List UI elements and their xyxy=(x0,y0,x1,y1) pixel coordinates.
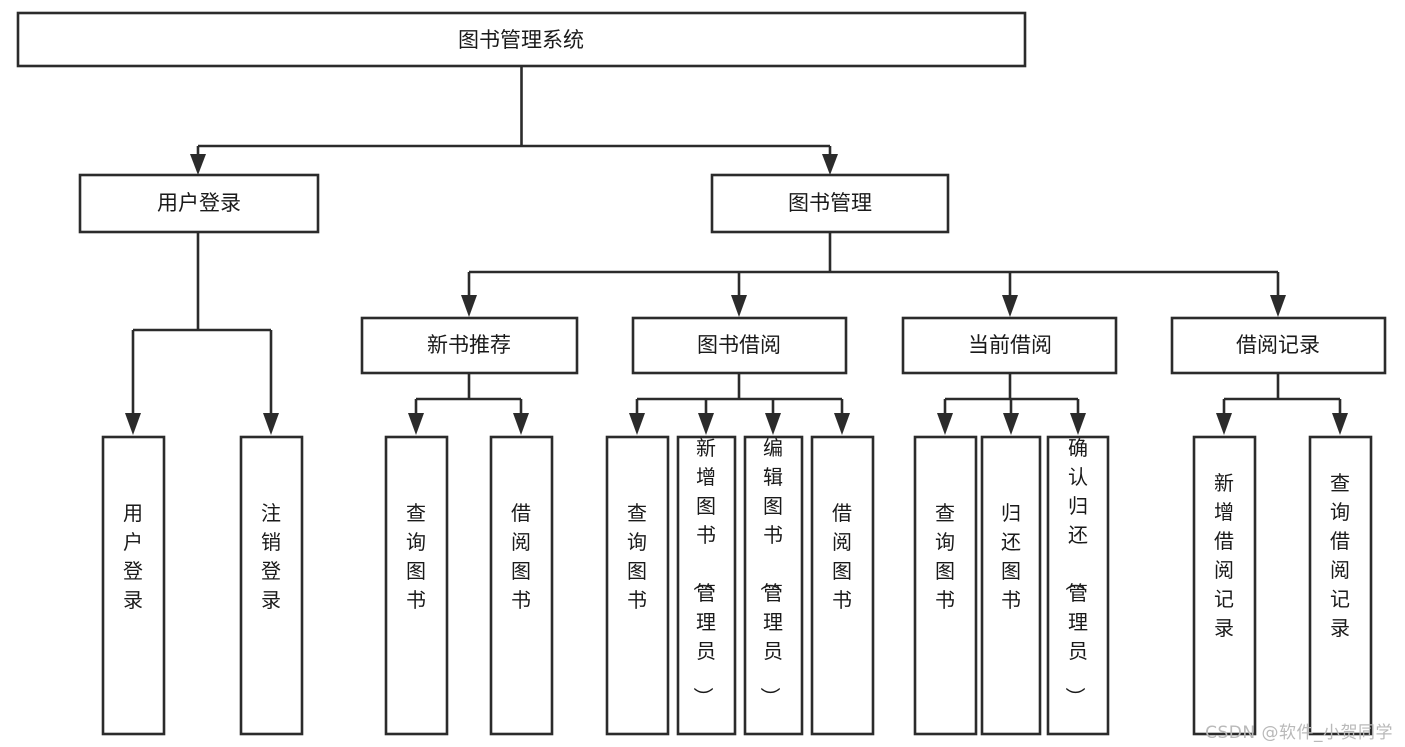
leaf-current-borrow-3-box[interactable] xyxy=(1046,435,1110,736)
leaf-book-borrow-2-box[interactable] xyxy=(676,435,737,736)
leaf-current-borrow-2[interactable]: 归还图书 xyxy=(980,435,1042,736)
leaf-user-login-2-box[interactable] xyxy=(239,435,304,736)
leaf-new-book-2-box[interactable] xyxy=(489,435,554,736)
leaf-user-login-1-label: 用户登录 xyxy=(123,501,143,612)
leaf-book-borrow-1-label: 查询图书 xyxy=(627,501,647,612)
arrow-head-book-mgmt xyxy=(822,154,838,175)
leaf-user-login-1-box[interactable] xyxy=(101,435,166,736)
leaf-borrow-record-2-box[interactable] xyxy=(1308,435,1373,736)
leaf-book-borrow-2-label: 新增图书（管理员） xyxy=(691,436,716,707)
arrow-head-user-login xyxy=(190,154,206,175)
leaf-book-borrow-3-box[interactable] xyxy=(743,435,804,736)
node-book-management-label: 图书管理 xyxy=(788,191,872,215)
leaf-user-login-2-label: 注销登录 xyxy=(261,501,281,612)
leaf-current-borrow-3[interactable]: 确认归还（管理员） xyxy=(1046,435,1110,736)
leaf-borrow-record-1-label: 新增借阅记录 xyxy=(1214,471,1234,640)
leaf-new-book-1-label: 查询图书 xyxy=(406,501,426,612)
node-root-label: 图书管理系统 xyxy=(458,28,584,52)
leaf-new-book-1-box[interactable] xyxy=(384,435,449,736)
leaf-current-borrow-1[interactable]: 查询图书 xyxy=(913,435,978,736)
leaf-book-borrow-3[interactable]: 编辑图书（管理员） xyxy=(743,435,804,736)
node-book-management[interactable]: 图书管理 xyxy=(710,173,950,234)
arrow-head-current-borrow xyxy=(1002,295,1018,317)
arrow-head-leaf-book-borrow-1 xyxy=(629,413,645,435)
leaf-borrow-record-2-label: 查询借阅记录 xyxy=(1330,471,1350,640)
node-current-borrow-box[interactable] xyxy=(901,316,1118,375)
connector-layer xyxy=(125,66,1348,435)
leaf-book-borrow-4-box[interactable] xyxy=(810,435,875,736)
leaf-borrow-record-1[interactable]: 新增借阅记录 xyxy=(1192,435,1257,736)
node-book-borrow-box[interactable] xyxy=(631,316,848,375)
leaf-new-book-2[interactable]: 借阅图书 xyxy=(489,435,554,736)
leaf-book-borrow-3-label: 编辑图书（管理员） xyxy=(758,436,783,707)
leaf-book-borrow-1[interactable]: 查询图书 xyxy=(605,435,670,736)
node-book-management-box[interactable] xyxy=(710,173,950,234)
node-current-borrow-label: 当前借阅 xyxy=(968,333,1052,357)
leaf-book-borrow-4-label: 借阅图书 xyxy=(832,501,852,612)
leaf-borrow-record-2[interactable]: 查询借阅记录 xyxy=(1308,435,1373,736)
node-new-book-recommend[interactable]: 新书推荐 xyxy=(360,316,579,375)
arrow-head-leaf-user-login-1 xyxy=(125,413,141,435)
arrow-head-book-borrow xyxy=(731,295,747,317)
arrow-head-leaf-new-book-2 xyxy=(513,413,529,435)
node-book-borrow[interactable]: 图书借阅 xyxy=(631,316,848,375)
arrow-head-new-book xyxy=(461,295,477,317)
leaf-book-borrow-2[interactable]: 新增图书（管理员） xyxy=(676,435,737,736)
node-borrow-record-label: 借阅记录 xyxy=(1236,333,1320,357)
node-new-book-recommend-box[interactable] xyxy=(360,316,579,375)
leaf-new-book-2-label: 借阅图书 xyxy=(511,501,531,612)
arrow-head-leaf-current-borrow-2 xyxy=(1003,413,1019,435)
arrow-head-borrow-record xyxy=(1270,295,1286,317)
node-new-book-recommend-label: 新书推荐 xyxy=(427,333,511,357)
leaf-current-borrow-2-box[interactable] xyxy=(980,435,1042,736)
arrow-head-leaf-borrow-record-2 xyxy=(1332,413,1348,435)
node-borrow-record-box[interactable] xyxy=(1170,316,1387,375)
node-user-login-label: 用户登录 xyxy=(157,191,241,215)
node-user-login-box[interactable] xyxy=(78,173,320,234)
leaf-current-borrow-1-label: 查询图书 xyxy=(935,501,955,612)
leaf-book-borrow-1-box[interactable] xyxy=(605,435,670,736)
leaf-current-borrow-1-box[interactable] xyxy=(913,435,978,736)
arrow-head-leaf-book-borrow-4 xyxy=(834,413,850,435)
arrow-head-leaf-book-borrow-3 xyxy=(765,413,781,435)
arrow-head-leaf-current-borrow-3 xyxy=(1070,413,1086,435)
leaf-borrow-record-1-box[interactable] xyxy=(1192,435,1257,736)
node-book-borrow-label: 图书借阅 xyxy=(697,333,781,357)
leaf-book-borrow-4[interactable]: 借阅图书 xyxy=(810,435,875,736)
arrow-head-leaf-new-book-1 xyxy=(408,413,424,435)
leaf-new-book-1[interactable]: 查询图书 xyxy=(384,435,449,736)
leaf-current-borrow-2-label: 归还图书 xyxy=(1001,501,1021,612)
node-current-borrow[interactable]: 当前借阅 xyxy=(901,316,1118,375)
arrow-head-leaf-current-borrow-1 xyxy=(937,413,953,435)
node-root-box[interactable] xyxy=(16,11,1027,68)
node-root[interactable]: 图书管理系统 xyxy=(16,11,1027,68)
arrow-head-leaf-borrow-record-1 xyxy=(1216,413,1232,435)
leaf-current-borrow-3-label: 确认归还（管理员） xyxy=(1063,436,1088,707)
arrow-head-leaf-user-login-2 xyxy=(263,413,279,435)
leaf-user-login-1[interactable]: 用户登录 xyxy=(101,435,166,736)
node-user-login[interactable]: 用户登录 xyxy=(78,173,320,234)
arrow-head-leaf-book-borrow-2 xyxy=(698,413,714,435)
leaf-user-login-2[interactable]: 注销登录 xyxy=(239,435,304,736)
csdn-watermark: CSDN @软件_小贺同学 xyxy=(1205,723,1393,743)
node-borrow-record[interactable]: 借阅记录 xyxy=(1170,316,1387,375)
